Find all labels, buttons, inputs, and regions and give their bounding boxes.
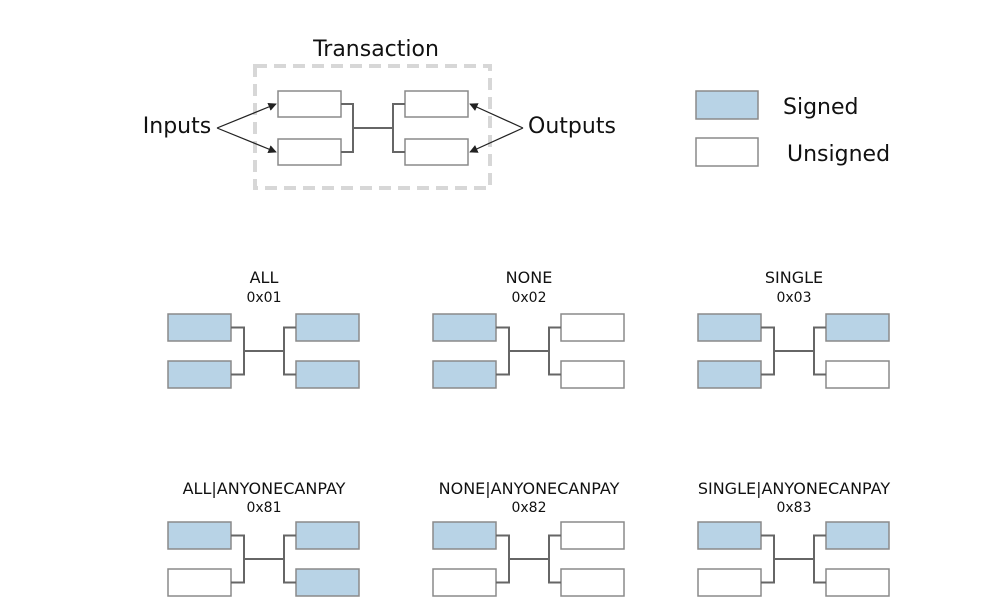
output-box-1-signed: [825, 521, 890, 550]
output-bracket: [794, 534, 826, 584]
input-bracket: [761, 326, 794, 376]
input-box-1-signed: [432, 521, 497, 550]
output-box-2-unsigned: [825, 360, 890, 389]
input-box-2-signed: [167, 360, 232, 389]
output-arrow-1: [469, 103, 524, 129]
input-box-2-unsigned: [697, 568, 762, 597]
input-box-1-signed: [432, 313, 497, 342]
input-box-1-signed: [697, 313, 762, 342]
mode-code: 0x81: [246, 500, 281, 516]
mode-code: 0x02: [511, 290, 546, 306]
input-bracket: [761, 534, 794, 584]
mode-name: SINGLE: [765, 268, 823, 287]
output-bracket: [264, 534, 296, 584]
sighash-modes: ALL 0x01 NONE 0x02 SINGLE 0x03ALL|ANYONECANPA…: [167, 268, 891, 597]
legend-unsigned-label: Unsigned: [787, 142, 890, 167]
input-bracket: [496, 534, 529, 584]
output-box-1-signed: [295, 521, 360, 550]
legend-signed-label: Signed: [783, 95, 859, 120]
input-bracket: [231, 326, 264, 376]
output-bracket: [529, 534, 561, 584]
input-bracket: [496, 326, 529, 376]
output-bracket: [529, 326, 561, 376]
overview-input-box-1: [277, 90, 342, 118]
input-box-1-signed: [167, 521, 232, 550]
output-box-2-signed: [295, 568, 360, 597]
output-arrow-2: [469, 127, 524, 153]
input-box-2-unsigned: [167, 568, 232, 597]
mode-name: NONE|ANYONECANPAY: [439, 479, 620, 498]
overview-output-box-2: [404, 138, 469, 166]
input-box-1-signed: [167, 313, 232, 342]
mode-code: 0x03: [776, 290, 811, 306]
mode-code: 0x01: [246, 290, 281, 306]
legend-signed-swatch: [695, 90, 759, 120]
mode-all-anyonecanpay: ALL|ANYONECANPAY 0x81: [167, 479, 360, 597]
overview-input-bracket: [341, 103, 373, 153]
transaction-dashed-frame: [253, 64, 492, 190]
output-bracket: [794, 326, 826, 376]
transaction-title: Transaction: [312, 37, 439, 62]
mode-none: NONE 0x02: [432, 268, 625, 389]
mode-name: NONE: [506, 268, 553, 287]
input-arrow-1: [216, 102, 277, 129]
inputs-label: Inputs: [143, 114, 211, 139]
output-box-2-unsigned: [560, 360, 625, 389]
output-box-2-unsigned: [825, 568, 890, 597]
output-box-1-unsigned: [560, 521, 625, 550]
output-bracket: [264, 326, 296, 376]
output-box-2-signed: [295, 360, 360, 389]
mode-none-anyonecanpay: NONE|ANYONECANPAY 0x82: [432, 479, 625, 597]
overview-output-bracket: [373, 103, 405, 153]
mode-code: 0x83: [776, 500, 811, 516]
mode-single: SINGLE 0x03: [697, 268, 890, 389]
legend-unsigned-swatch: [695, 137, 759, 167]
outputs-label: Outputs: [528, 114, 616, 139]
legend: Signed Unsigned: [695, 90, 890, 167]
mode-name: SINGLE|ANYONECANPAY: [698, 479, 891, 498]
input-bracket: [231, 534, 264, 584]
input-box-2-signed: [432, 360, 497, 389]
mode-name: ALL: [250, 268, 279, 287]
output-box-1-signed: [825, 313, 890, 342]
input-arrow-2: [216, 127, 277, 154]
overview-input-box-2: [277, 138, 342, 166]
overview-output-box-1: [404, 90, 469, 118]
mode-name: ALL|ANYONECANPAY: [183, 479, 346, 498]
input-box-2-signed: [697, 360, 762, 389]
input-box-2-unsigned: [432, 568, 497, 597]
mode-single-anyonecanpay: SINGLE|ANYONECANPAY 0x83: [697, 479, 891, 597]
output-box-1-unsigned: [560, 313, 625, 342]
input-box-1-signed: [697, 521, 762, 550]
overview-transaction: Transaction Inputs Outputs: [143, 37, 616, 190]
output-box-1-signed: [295, 313, 360, 342]
mode-all: ALL 0x01: [167, 268, 360, 389]
mode-code: 0x82: [511, 500, 546, 516]
output-box-2-unsigned: [560, 568, 625, 597]
